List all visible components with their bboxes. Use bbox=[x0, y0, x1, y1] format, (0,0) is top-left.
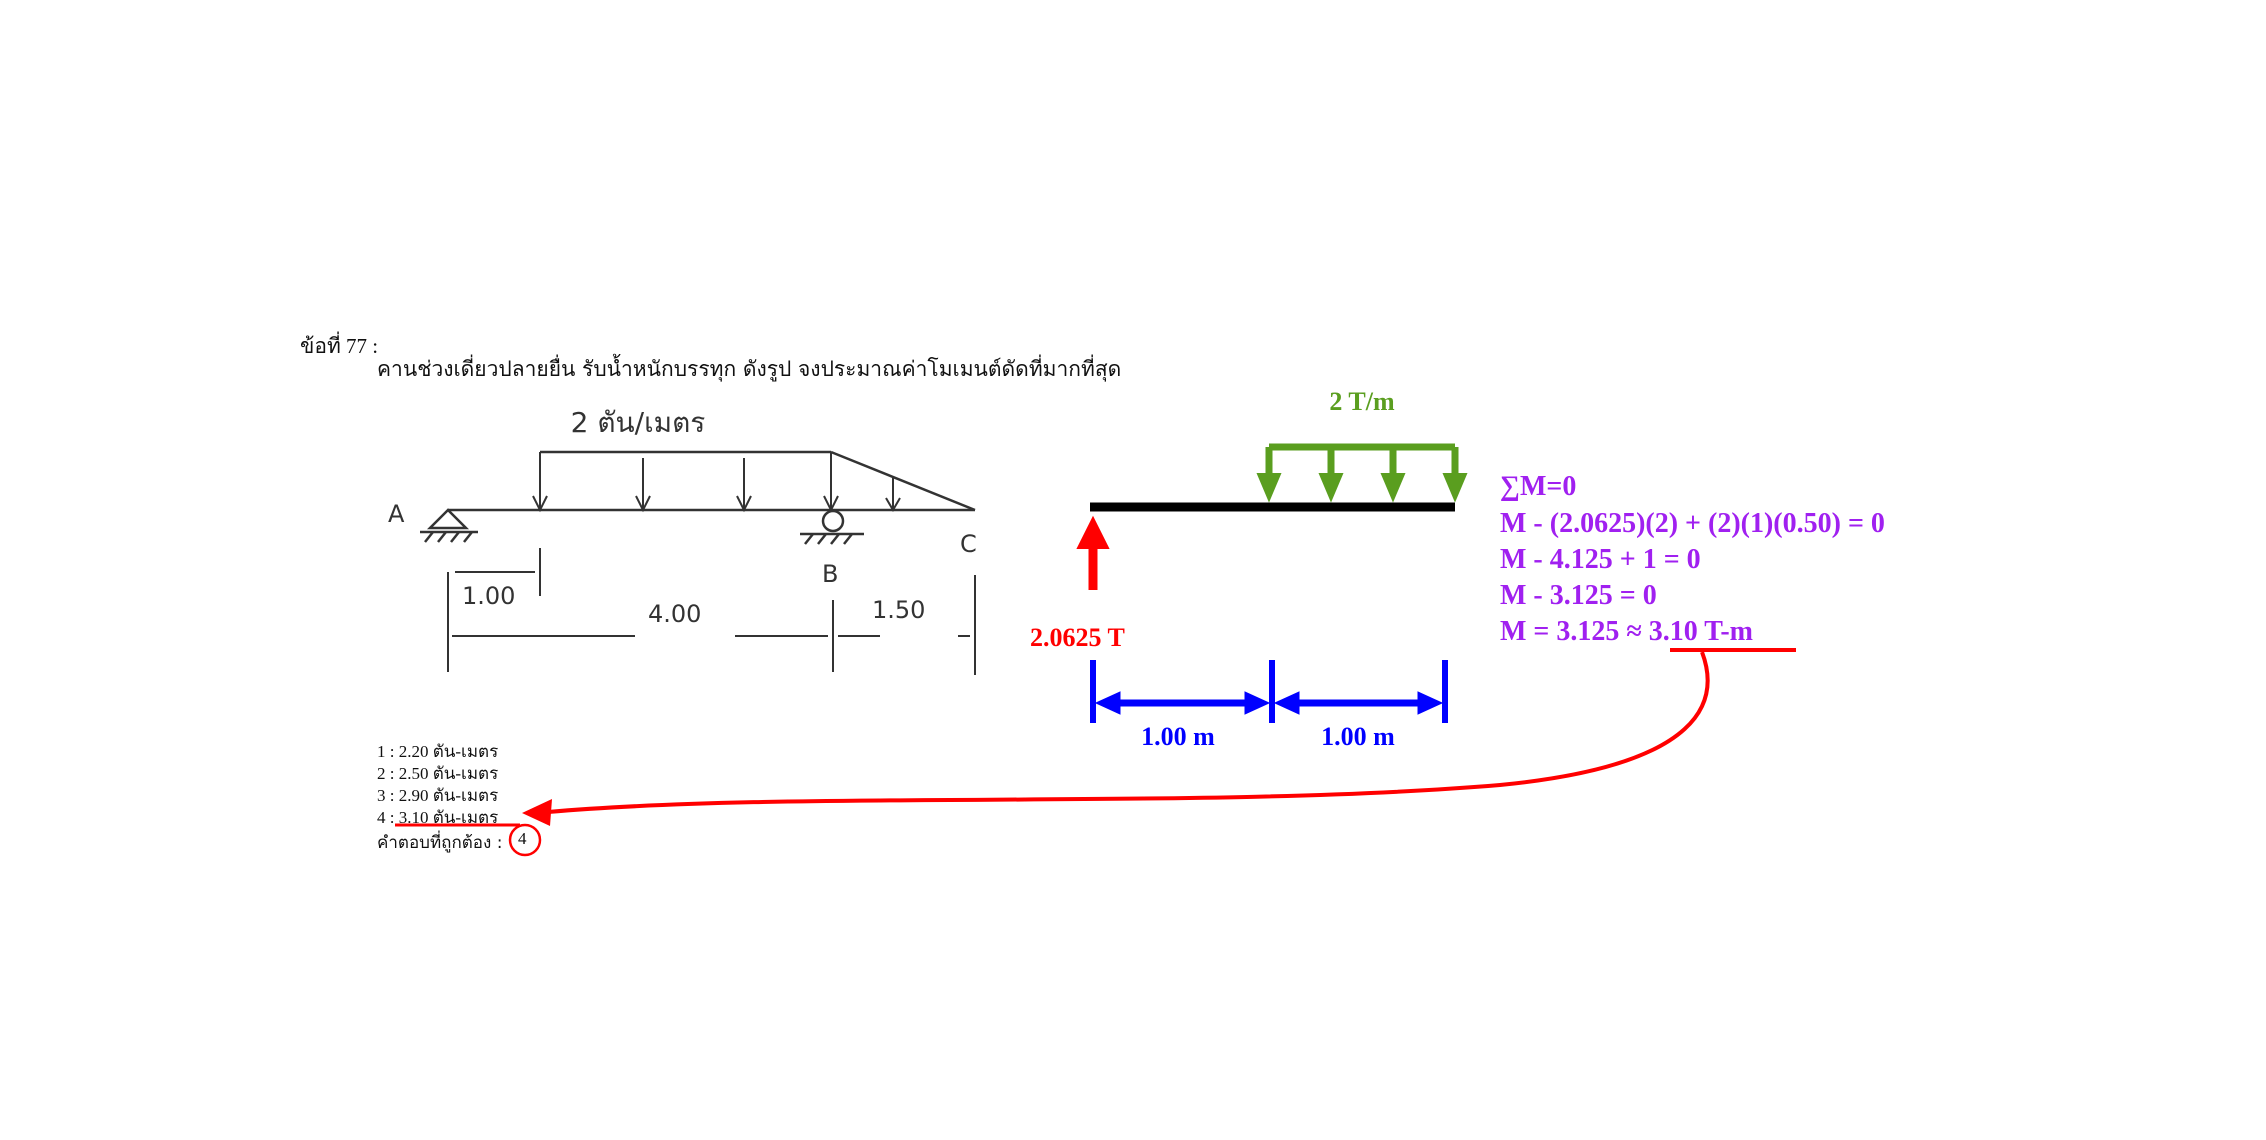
equation-line-1: ∑M=0 bbox=[1500, 471, 1576, 502]
equation-line-4: M - 3.125 = 0 bbox=[1500, 580, 1657, 611]
distributed-load bbox=[1256, 443, 1468, 503]
beam-sketch bbox=[420, 450, 976, 675]
sketch-dimensions bbox=[447, 548, 976, 675]
equation-line-2: M - (2.0625)(2) + (2)(1)(0.50) = 0 bbox=[1500, 508, 1885, 539]
free-body-diagram: 2 T/m 2.0625 T 1.00 m 1.00 m bbox=[1030, 387, 1468, 751]
equation-line-3: M - 4.125 + 1 = 0 bbox=[1500, 544, 1701, 575]
question-text: คานช่วงเดี่ยวปลายยื่น รับน้ำหนักบรรทุก ด… bbox=[377, 357, 1122, 381]
equation-result: 3.10 T-m bbox=[1649, 616, 1753, 647]
connector-arrowhead-icon bbox=[522, 799, 552, 826]
sketch-dim-2: 4.00 bbox=[648, 600, 701, 628]
answer-value: 4 bbox=[518, 829, 527, 848]
sketch-load-label: 2 ตัน/เมตร bbox=[571, 406, 706, 439]
solution-equations: ∑M=0 M - (2.0625)(2) + (2)(1)(0.50) = 0 … bbox=[1500, 471, 1885, 647]
answer-circle bbox=[508, 823, 542, 857]
sketch-point-a: A bbox=[388, 500, 405, 528]
pin-support-icon bbox=[420, 508, 478, 543]
sketch-dim-3: 1.50 bbox=[872, 596, 925, 624]
sketch-point-b: B bbox=[822, 560, 838, 588]
answer-label: คำตอบที่ถูกต้อง : bbox=[377, 833, 503, 853]
reaction-label: 2.0625 T bbox=[1030, 623, 1125, 652]
sketch-point-c: C bbox=[960, 530, 977, 558]
dim-right-label: 1.00 m bbox=[1321, 722, 1395, 751]
question-number: ข้อที่ 77 : bbox=[300, 334, 379, 358]
sketch-load-taper bbox=[830, 450, 976, 512]
equation-line-5-prefix: M = 3.125 ≈ bbox=[1500, 616, 1649, 647]
svg-text:M = 3.125 ≈ 3.10 T-m: M = 3.125 ≈ 3.10 T-m bbox=[1500, 616, 1753, 647]
fbd-load-label: 2 T/m bbox=[1329, 387, 1395, 416]
reaction-arrow-icon bbox=[1076, 515, 1110, 590]
answer-connector bbox=[547, 651, 1710, 814]
roller-support-icon bbox=[800, 509, 864, 545]
choice-1: 1 : 2.20 ตัน-เมตร bbox=[377, 742, 499, 761]
choice-3: 3 : 2.90 ตัน-เมตร bbox=[377, 786, 499, 805]
fbd-dimensions bbox=[1090, 660, 1448, 723]
choice-4: 4 : 3.10 ตัน-เมตร bbox=[377, 808, 499, 827]
dim-left-label: 1.00 m bbox=[1141, 722, 1215, 751]
choice-2: 2 : 2.50 ตัน-เมตร bbox=[377, 764, 499, 783]
sketch-load-arrows bbox=[532, 452, 901, 513]
sketch-dim-1: 1.00 bbox=[462, 582, 515, 610]
